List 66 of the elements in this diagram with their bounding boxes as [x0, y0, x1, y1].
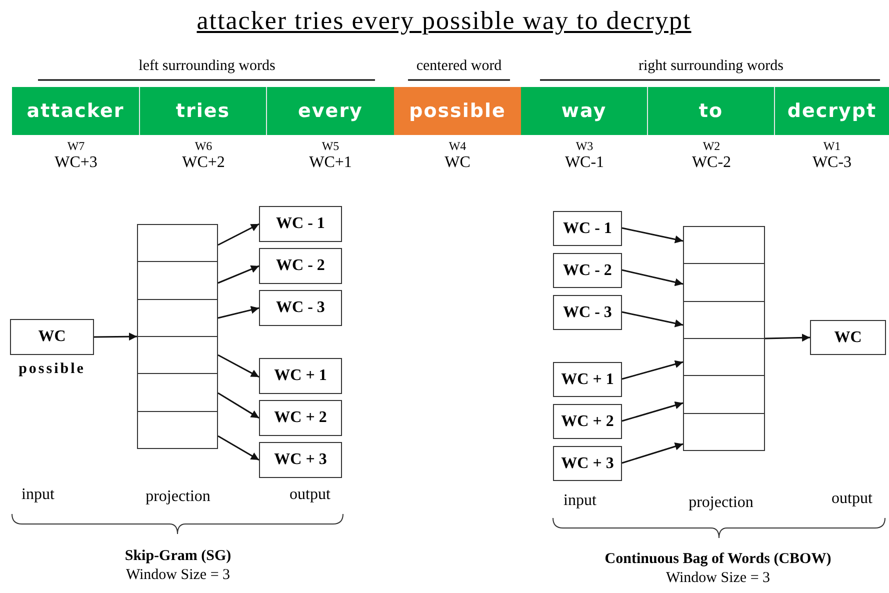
axis-label: input	[564, 492, 596, 510]
window-size: Window Size = 3	[666, 570, 770, 587]
axis-label: output	[290, 486, 330, 504]
arrow	[622, 311, 684, 328]
word-box: WC - 2	[553, 253, 622, 288]
word-caption: possible	[18, 361, 86, 378]
word-cell: tries	[140, 87, 267, 135]
arrow	[622, 269, 684, 286]
word-index: W7	[67, 139, 85, 154]
arrow	[218, 435, 260, 461]
context-index: WC+2	[182, 154, 225, 172]
arrow	[218, 265, 260, 284]
model-name: Skip-Gram (SG)	[124, 548, 232, 565]
word-box: WC + 1	[553, 362, 622, 397]
word-index: W1	[823, 139, 841, 154]
arrow	[218, 354, 260, 378]
word-box: WC + 3	[553, 446, 622, 481]
arrow	[218, 306, 260, 319]
context-index: WC-2	[692, 154, 732, 172]
word-index: W5	[322, 139, 340, 154]
word-box: WC - 3	[259, 290, 342, 326]
projection-stack	[137, 224, 218, 449]
context-index: WC+1	[309, 154, 352, 172]
word-cell: possible	[394, 87, 521, 135]
projection-stack	[683, 226, 765, 451]
word-index: W3	[576, 139, 594, 154]
group-label: left surrounding words	[138, 58, 276, 75]
arrow	[622, 442, 684, 464]
arrow	[218, 223, 260, 246]
word-cell: way	[521, 87, 648, 135]
word-index: W4	[448, 139, 466, 154]
arrow	[622, 360, 684, 380]
arrow	[622, 401, 684, 422]
axis-label: projection	[688, 494, 754, 512]
word-box: WC - 1	[553, 211, 622, 246]
axis-label: projection	[146, 488, 210, 506]
group-label: right surrounding words	[638, 58, 784, 75]
word-box: WC	[10, 319, 94, 355]
word-box: WC + 3	[259, 442, 342, 478]
context-index: WC-3	[812, 154, 852, 172]
arrow	[218, 392, 260, 419]
word-cell: every	[267, 87, 394, 135]
window-size: Window Size = 3	[126, 567, 230, 584]
arrow	[94, 332, 137, 341]
axis-label: output	[832, 490, 872, 508]
title: attacker tries every possible way to decrypt	[196, 6, 692, 36]
word-box: WC - 2	[259, 248, 342, 284]
word-cell: decrypt	[775, 87, 889, 135]
word-box: WC + 2	[553, 404, 622, 439]
group-label: centered word	[416, 58, 502, 75]
context-index: WC	[444, 154, 470, 172]
word-box: WC	[810, 320, 886, 355]
word-index: W2	[702, 139, 720, 154]
arrow	[622, 227, 684, 244]
word-index: W6	[194, 139, 212, 154]
word-cell: attacker	[12, 87, 140, 135]
context-index: WC-1	[564, 154, 604, 172]
word-box: WC - 3	[553, 295, 622, 330]
context-index: WC+3	[54, 154, 98, 172]
word-box: WC - 1	[259, 206, 342, 242]
axis-label: input	[22, 486, 54, 504]
word-cell: to	[648, 87, 775, 135]
word-box: WC + 1	[259, 358, 342, 394]
word-box: WC + 2	[259, 400, 342, 436]
model-name: Continuous Bag of Words (CBOW)	[604, 551, 832, 568]
arrow	[764, 334, 810, 342]
